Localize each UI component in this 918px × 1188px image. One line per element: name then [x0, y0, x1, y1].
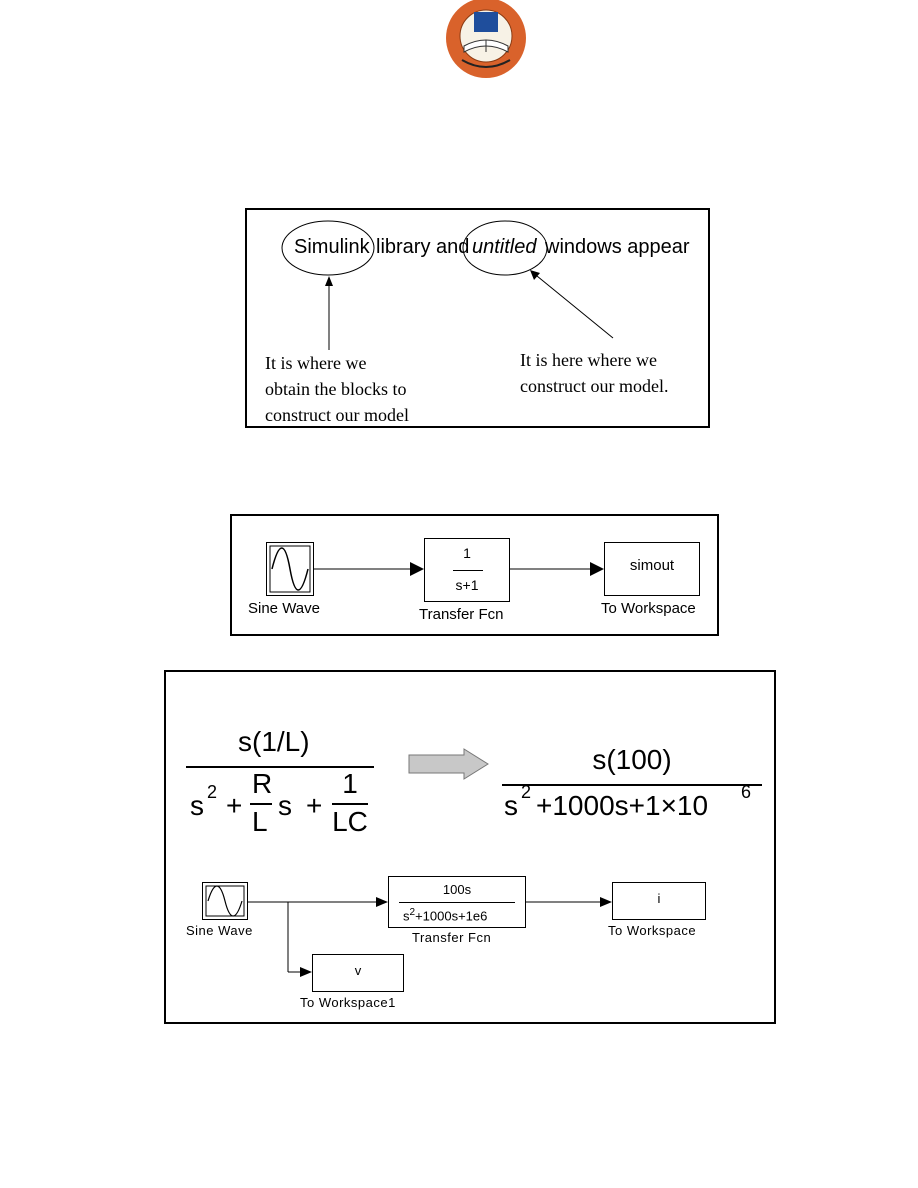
transfer-fcn-block[interactable]: 100s s2+1000s+1e6 — [388, 876, 526, 928]
seal-icon — [446, 0, 526, 78]
eq-left-one: 1 — [342, 768, 358, 799]
eq-left-sup2: 2 — [207, 782, 218, 802]
sine-wave-icon — [205, 885, 245, 917]
callout-end-text: windows appear — [545, 236, 690, 258]
simple-model-panel: Sine Wave 1 s+1 Transfer Fcn simout To W… — [230, 514, 719, 636]
panel2-signal-lines — [314, 562, 604, 576]
tf-den-sup: 2 — [409, 907, 416, 918]
eq-right-s2: s — [504, 790, 518, 821]
tf-den-s: s — [403, 908, 410, 924]
university-seal-logo — [444, 0, 528, 80]
eq-left-LC: LC — [332, 806, 368, 837]
eq-left-R: R — [252, 768, 273, 799]
tf-numerator: 100s — [442, 882, 472, 897]
eq-left-plus: + — [226, 790, 243, 821]
eq-left-one-over-lc-bar — [332, 803, 368, 805]
tf-numerator: 1 — [463, 545, 471, 561]
to-workspace1-block[interactable]: v — [312, 954, 404, 992]
eq-right-fraction-bar — [502, 784, 762, 786]
simulink-windows-panel: Simulink library and untitled windows ap… — [245, 208, 710, 428]
note-right: It is here where we construct our model. — [520, 347, 668, 399]
eq-left-s2: s — [190, 790, 204, 821]
callout-middle-text: library and — [376, 236, 470, 258]
to-workspace-block[interactable]: i — [612, 882, 706, 920]
workspace-variable: v — [354, 963, 362, 978]
note-left-line: It is where we — [265, 353, 367, 373]
tf-fraction-bar — [399, 902, 515, 903]
to-workspace1-label: To Workspace1 — [300, 995, 396, 1010]
callout-untitled: untitled — [472, 236, 537, 258]
eq-left-s: s — [278, 790, 292, 821]
eq-right-sup2: 2 — [521, 782, 532, 802]
tf-denominator: s+1 — [455, 577, 479, 593]
right-arrow-icon — [408, 748, 489, 780]
tf-denominator: s2+1000s+1e6 — [403, 907, 487, 923]
transfer-fcn-label: Transfer Fcn — [419, 606, 504, 623]
panel1-annotations — [281, 220, 614, 350]
transfer-fcn-block[interactable]: 1 s+1 — [424, 538, 510, 602]
note-left-line: construct our model — [265, 405, 409, 425]
sine-wave-label: Sine Wave — [186, 923, 253, 938]
eq-left-r-over-l-bar — [250, 803, 272, 805]
eq-left-L: L — [252, 806, 268, 837]
eq-left-plus: + — [306, 790, 323, 821]
panel3-signal-lines — [248, 897, 612, 977]
to-workspace-label: To Workspace — [601, 600, 696, 617]
tf-den-rest: +1000s+1e6 — [415, 908, 488, 924]
workspace-variable: simout — [629, 557, 675, 574]
tf-fraction-bar — [453, 570, 483, 571]
note-right-line: construct our model. — [520, 376, 669, 396]
eq-left-fraction-bar — [186, 766, 374, 768]
note-right-line: It is here where we — [520, 350, 657, 370]
callout-simulink: Simulink — [294, 236, 370, 258]
to-workspace-block[interactable]: simout — [604, 542, 700, 596]
sine-wave-block[interactable] — [202, 882, 248, 920]
eq-left-numerator: s(1/L) — [238, 726, 310, 757]
sine-wave-icon — [269, 545, 311, 593]
eq-right-rest: +1000s+1×10 — [536, 790, 709, 821]
sine-wave-block[interactable] — [266, 542, 314, 596]
sine-wave-label: Sine Wave — [248, 600, 320, 617]
rlc-model-panel: s(1/L) s 2 + R L s + 1 LC s(100) s 2 +10… — [164, 670, 776, 1024]
eq-right-numerator: s(100) — [592, 744, 672, 775]
transfer-fcn-label: Transfer Fcn — [412, 930, 492, 945]
note-left-line: obtain the blocks to — [265, 379, 407, 399]
workspace-variable: i — [657, 891, 661, 906]
note-left: It is where we obtain the blocks to cons… — [265, 350, 409, 428]
to-workspace-label: To Workspace — [608, 923, 697, 938]
eq-right-sup6: 6 — [741, 782, 752, 802]
